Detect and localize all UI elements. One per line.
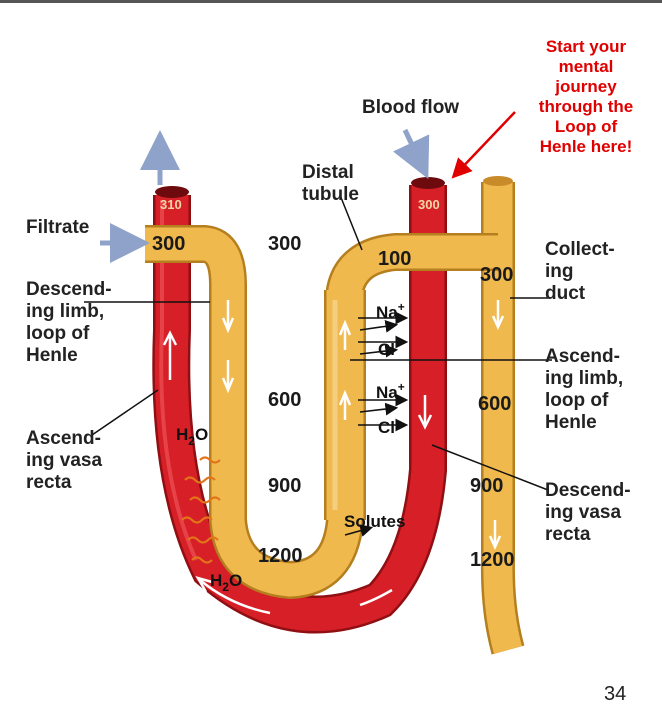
svg-text:recta: recta (545, 524, 591, 545)
svg-text:through the: through the (539, 97, 633, 116)
conc-300-duct: 300 (480, 264, 513, 286)
note-arrow (451, 111, 516, 179)
nephron-tubule (145, 225, 498, 599)
svg-text:Descend-: Descend- (545, 480, 631, 501)
conc-600-interstitium: 600 (268, 389, 301, 411)
label-filtrate: Filtrate (26, 217, 89, 238)
svg-text:Ascend-: Ascend- (545, 346, 620, 367)
label-ascending-vasa-recta: Ascend- ing vasa recta (26, 428, 102, 493)
vessel-right-opening (411, 177, 445, 189)
vasa-recta (152, 177, 447, 634)
svg-text:ing limb,: ing limb, (545, 368, 623, 389)
svg-text:mental: mental (559, 57, 614, 76)
svg-text:journey: journey (554, 77, 617, 96)
vessel-left-opening (155, 186, 189, 198)
ion-sodium-upper: Na+ (376, 300, 405, 322)
conc-1200-duct: 1200 (470, 549, 515, 571)
svg-text:ing vasa: ing vasa (545, 502, 621, 523)
water-lower: H2O (210, 571, 242, 594)
label-descending-limb: Descend- ing limb, loop of Henle (26, 279, 112, 366)
conc-300-interstitium: 300 (268, 233, 301, 255)
conc-900-interstitium: 900 (268, 475, 301, 497)
conc-310: 310 (160, 197, 182, 212)
conc-600-duct: 600 (478, 393, 511, 415)
svg-text:Loop of: Loop of (555, 117, 618, 136)
svg-text:loop of: loop of (545, 390, 609, 411)
svg-text:loop of: loop of (26, 323, 90, 344)
label-descending-vasa-recta: Descend- ing vasa recta (545, 480, 631, 545)
blood-in-arrow (393, 128, 430, 180)
svg-text:Ascend-: Ascend- (26, 428, 101, 449)
top-rule (0, 0, 662, 3)
ion-chloride-lower: Cl− (378, 415, 402, 437)
ion-chloride-upper: Cl− (378, 337, 402, 359)
label-collecting-duct: Collect- ing duct (545, 239, 615, 304)
svg-text:tubule: tubule (302, 184, 359, 205)
conc-100: 100 (378, 248, 411, 270)
conc-900-duct: 900 (470, 475, 503, 497)
svg-text:ing: ing (545, 261, 574, 282)
svg-text:Distal: Distal (302, 162, 354, 183)
collecting-duct (480, 176, 525, 655)
label-solutes: Solutes (344, 512, 405, 531)
svg-text:Henle: Henle (26, 345, 78, 366)
label-blood-flow: Blood flow (362, 97, 459, 118)
svg-text:Collect-: Collect- (545, 239, 615, 260)
svg-text:Descend-: Descend- (26, 279, 112, 300)
water-waves (181, 456, 221, 564)
leader-lines (84, 194, 552, 491)
conc-300-vessel: 300 (418, 197, 440, 212)
ion-sodium-lower: Na+ (376, 380, 405, 402)
label-ascending-limb: Ascend- ing limb, loop of Henle (545, 346, 623, 433)
blood-flow-arrows (100, 128, 430, 263)
svg-text:duct: duct (545, 283, 586, 304)
conc-300-filtrate: 300 (152, 233, 185, 255)
svg-text:ing limb,: ing limb, (26, 301, 104, 322)
svg-text:Henle here!: Henle here! (540, 137, 633, 156)
svg-text:recta: recta (26, 472, 72, 493)
page-number: 34 (604, 683, 626, 705)
conc-1200-interstitium: 1200 (258, 545, 303, 567)
label-distal-tubule: Distal tubule (302, 162, 359, 205)
svg-text:Henle: Henle (545, 412, 597, 433)
instruction-note: Start your mental journey through the Lo… (539, 37, 633, 156)
svg-text:Start your: Start your (546, 37, 627, 56)
svg-text:ing vasa: ing vasa (26, 450, 102, 471)
ion-arrows (344, 311, 409, 537)
water-upper: H2O (176, 425, 208, 448)
